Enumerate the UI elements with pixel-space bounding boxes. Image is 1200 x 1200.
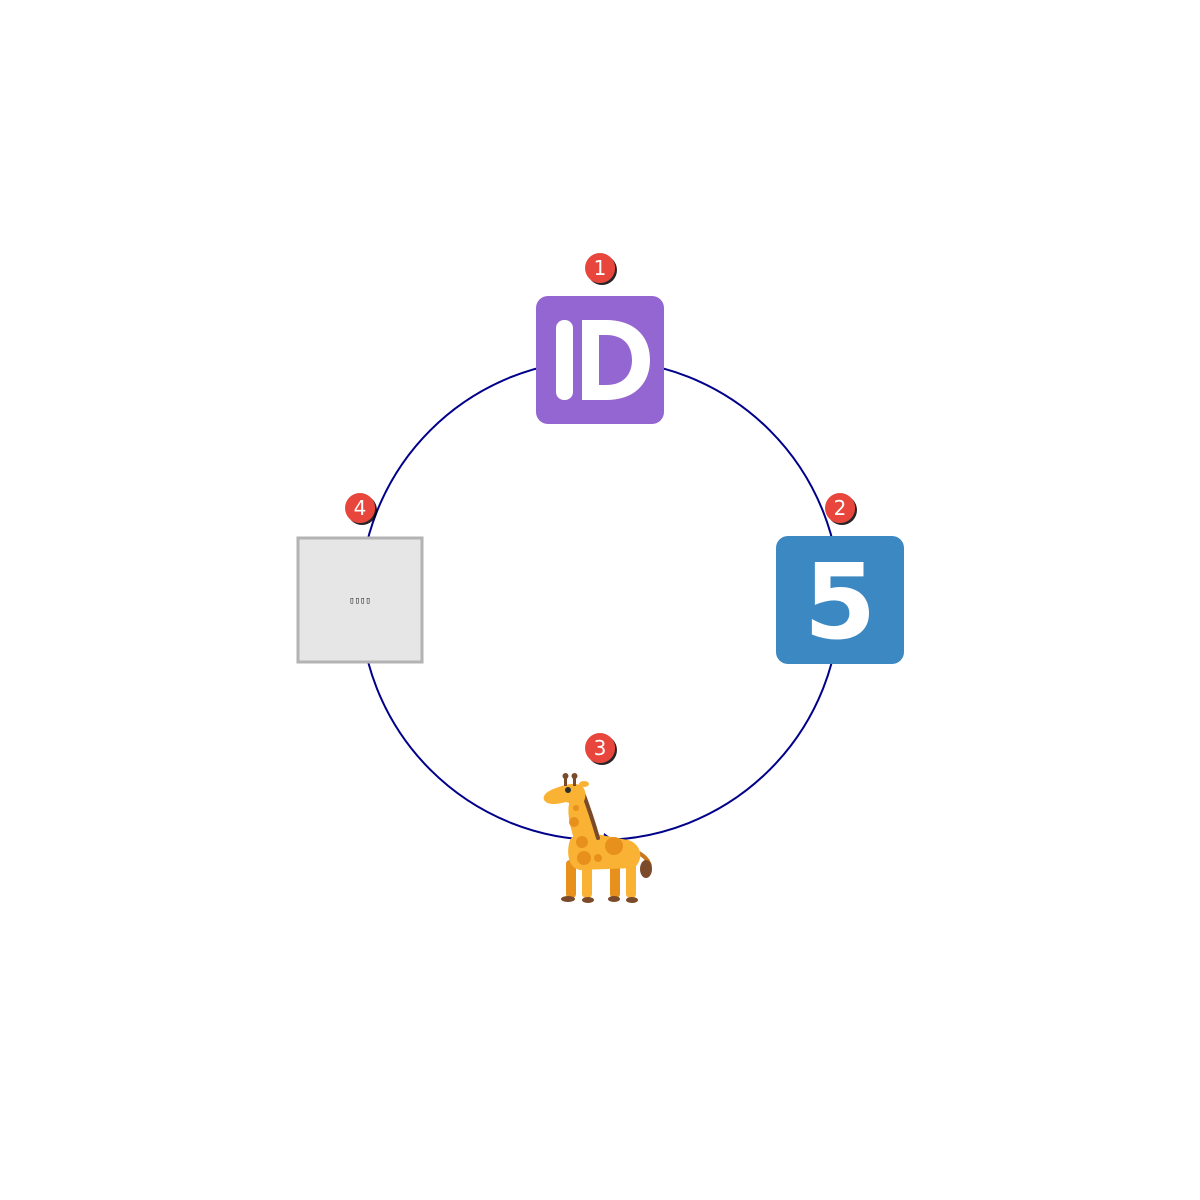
- id-letter-d: [582, 320, 650, 400]
- badge-3: 3: [585, 733, 615, 763]
- node-2: 5: [776, 536, 904, 664]
- badge-1-label: 1: [594, 256, 607, 280]
- missing-glyph-placeholder-icon: [296, 536, 424, 664]
- badge-1: 1: [585, 253, 615, 283]
- badge-4-label: 4: [354, 496, 367, 520]
- badge-2: 2: [825, 493, 855, 523]
- badge-3-label: 3: [594, 736, 607, 760]
- cycle-ring: [359, 359, 841, 841]
- giraffe-icon: [543, 773, 652, 903]
- keycap-digit-five-icon: [776, 536, 904, 664]
- badge-2-label: 2: [834, 496, 847, 520]
- keycap-digit-label: 5: [804, 541, 876, 663]
- node-3: [543, 773, 652, 903]
- node-1: [536, 296, 664, 424]
- node-4: ▯▯▯▯: [296, 536, 424, 664]
- badge-4: 4: [345, 493, 375, 523]
- placeholder-glyph-text: ▯▯▯▯: [349, 596, 371, 606]
- id-letter-i: [556, 320, 573, 400]
